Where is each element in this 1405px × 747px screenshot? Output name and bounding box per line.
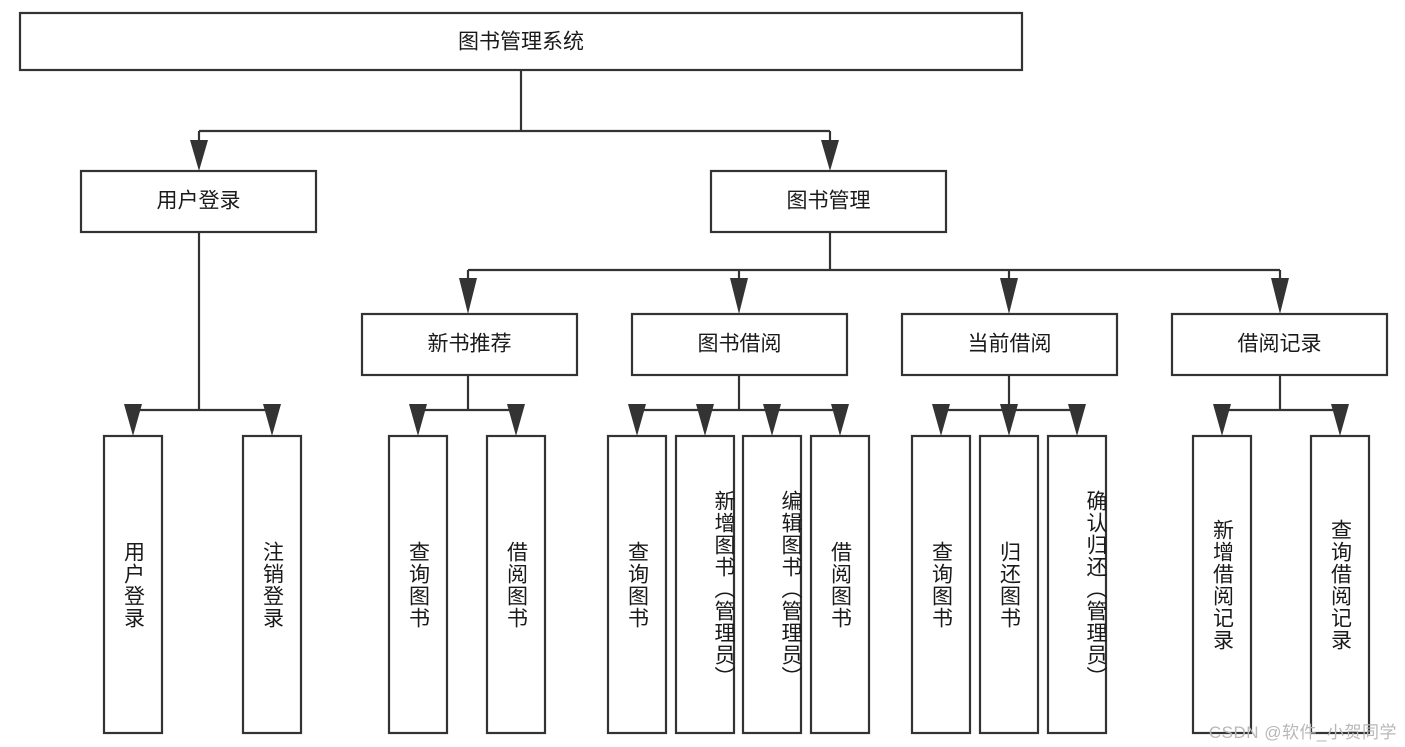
node-book-borrow-label: 图书借阅 (698, 333, 782, 356)
arrow-to-current-borrow (1000, 278, 1018, 314)
node-book-borrow[interactable] (630, 312, 849, 377)
node-new-book-recommendation-label: 新书推荐 (428, 333, 512, 356)
node-user-login[interactable] (79, 169, 318, 234)
arrow-cb-leaf-3 (1068, 404, 1086, 436)
arrow-root-to-user-login (190, 140, 208, 171)
node-root-label: 图书管理系统 (458, 31, 584, 54)
arrow-cb-leaf-1 (932, 404, 950, 436)
leaf-user-login[interactable] (102, 434, 164, 735)
leaf-bb-query-book[interactable] (606, 434, 668, 735)
arrow-nb-leaf-2 (507, 404, 525, 436)
node-borrow-record-label: 借阅记录 (1238, 333, 1322, 356)
leaf-cb-confirm-return-admin[interactable] (1046, 434, 1108, 735)
arrow-nb-leaf-1 (409, 404, 427, 436)
leaf-br-query-record[interactable] (1309, 434, 1371, 735)
arrow-bb-leaf-2 (696, 404, 714, 436)
arrow-cb-leaf-2 (1000, 404, 1018, 436)
arrow-br-leaf-2 (1331, 404, 1349, 436)
node-book-management-label: 图书管理 (787, 190, 871, 213)
node-user-login-label: 用户登录 (157, 190, 241, 213)
leaf-br-add-record[interactable] (1191, 434, 1253, 735)
arrow-bb-leaf-4 (831, 404, 849, 436)
leaf-cb-query-book[interactable] (910, 434, 972, 735)
node-current-borrow[interactable] (900, 312, 1119, 377)
node-borrow-record[interactable] (1170, 312, 1389, 377)
leaf-bb-borrow-book[interactable] (809, 434, 871, 735)
node-new-book-recommendation[interactable] (360, 312, 579, 377)
arrow-to-borrow-record (1271, 278, 1289, 314)
node-root-book-management-system[interactable] (18, 11, 1024, 72)
leaf-bb-edit-book-admin[interactable] (741, 434, 803, 735)
leaf-nb-borrow-book[interactable] (485, 434, 547, 735)
arrow-to-leaf-user-login (124, 404, 142, 436)
arrow-br-leaf-1 (1213, 404, 1231, 436)
csdn-watermark: CSDN @软件_小贺同学 (1208, 723, 1397, 742)
arrow-to-book-borrow (730, 278, 748, 314)
node-book-management[interactable] (709, 169, 948, 234)
arrow-bb-leaf-3 (763, 404, 781, 436)
arrow-to-leaf-logout (263, 404, 281, 436)
node-current-borrow-label: 当前借阅 (968, 333, 1052, 356)
arrow-to-new-book (459, 278, 477, 314)
leaf-nb-query-book[interactable] (387, 434, 449, 735)
leaf-logout[interactable] (241, 434, 303, 735)
arrow-root-to-book-manage (821, 140, 839, 171)
arrow-bb-leaf-1 (628, 404, 646, 436)
leaf-cb-return-book[interactable] (978, 434, 1040, 735)
leaf-bb-add-book-admin[interactable] (674, 434, 736, 735)
